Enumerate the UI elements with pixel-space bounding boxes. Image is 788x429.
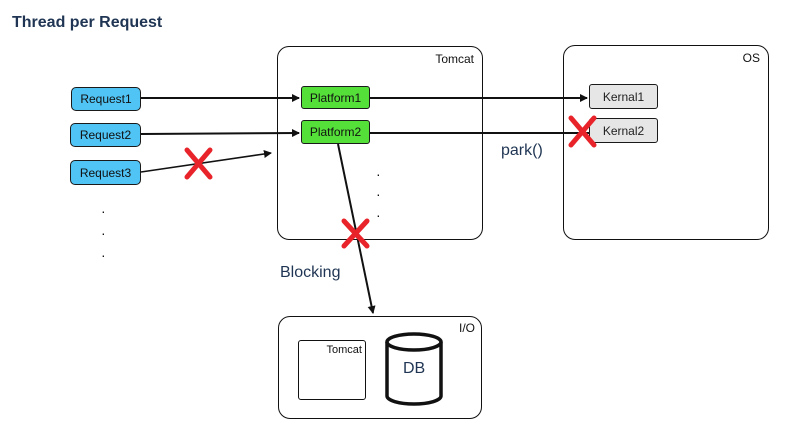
io-inner-tomcat-label: Tomcat <box>326 344 362 356</box>
arrow-request3-to-tomcat <box>140 150 272 173</box>
database-cylinder-icon <box>385 332 443 406</box>
platform-ellipsis-dot-3: · <box>376 207 381 223</box>
diagram-title: Thread per Request <box>12 14 163 31</box>
request3-node: Request3 <box>70 160 141 185</box>
db-label: DB <box>403 360 426 377</box>
request-ellipsis-dot-3: · <box>101 247 106 263</box>
cross-mark-icon <box>568 115 597 148</box>
platform-ellipsis-dot-1: · <box>376 166 381 182</box>
platform2-node: Platform2 <box>301 120 370 144</box>
tomcat-container-label: Tomcat <box>435 52 474 66</box>
io-container: I/O Tomcat <box>278 316 482 419</box>
io-inner-tomcat-box: Tomcat <box>298 340 366 400</box>
blocking-note: Blocking <box>280 264 341 281</box>
request2-node: Request2 <box>70 123 141 147</box>
request-ellipsis-dot-1: · <box>101 203 106 219</box>
arrow-request2-to-platform2 <box>140 129 300 138</box>
platform-ellipsis-dot-2: · <box>376 186 381 202</box>
io-container-label: I/O <box>458 321 475 335</box>
os-container: OS <box>563 45 769 240</box>
cross-mark-icon <box>341 218 370 249</box>
kernel2-node: Kernal2 <box>589 118 658 143</box>
os-container-label: OS <box>742 51 760 65</box>
platform1-node: Platform1 <box>301 86 370 109</box>
kernel1-node: Kernal1 <box>589 84 658 109</box>
request-ellipsis-dot-2: · <box>101 225 106 241</box>
park-note: park() <box>501 142 543 159</box>
arrow-platform2-to-io <box>337 143 376 314</box>
request1-node: Request1 <box>71 87 141 111</box>
cross-mark-icon <box>184 147 213 180</box>
